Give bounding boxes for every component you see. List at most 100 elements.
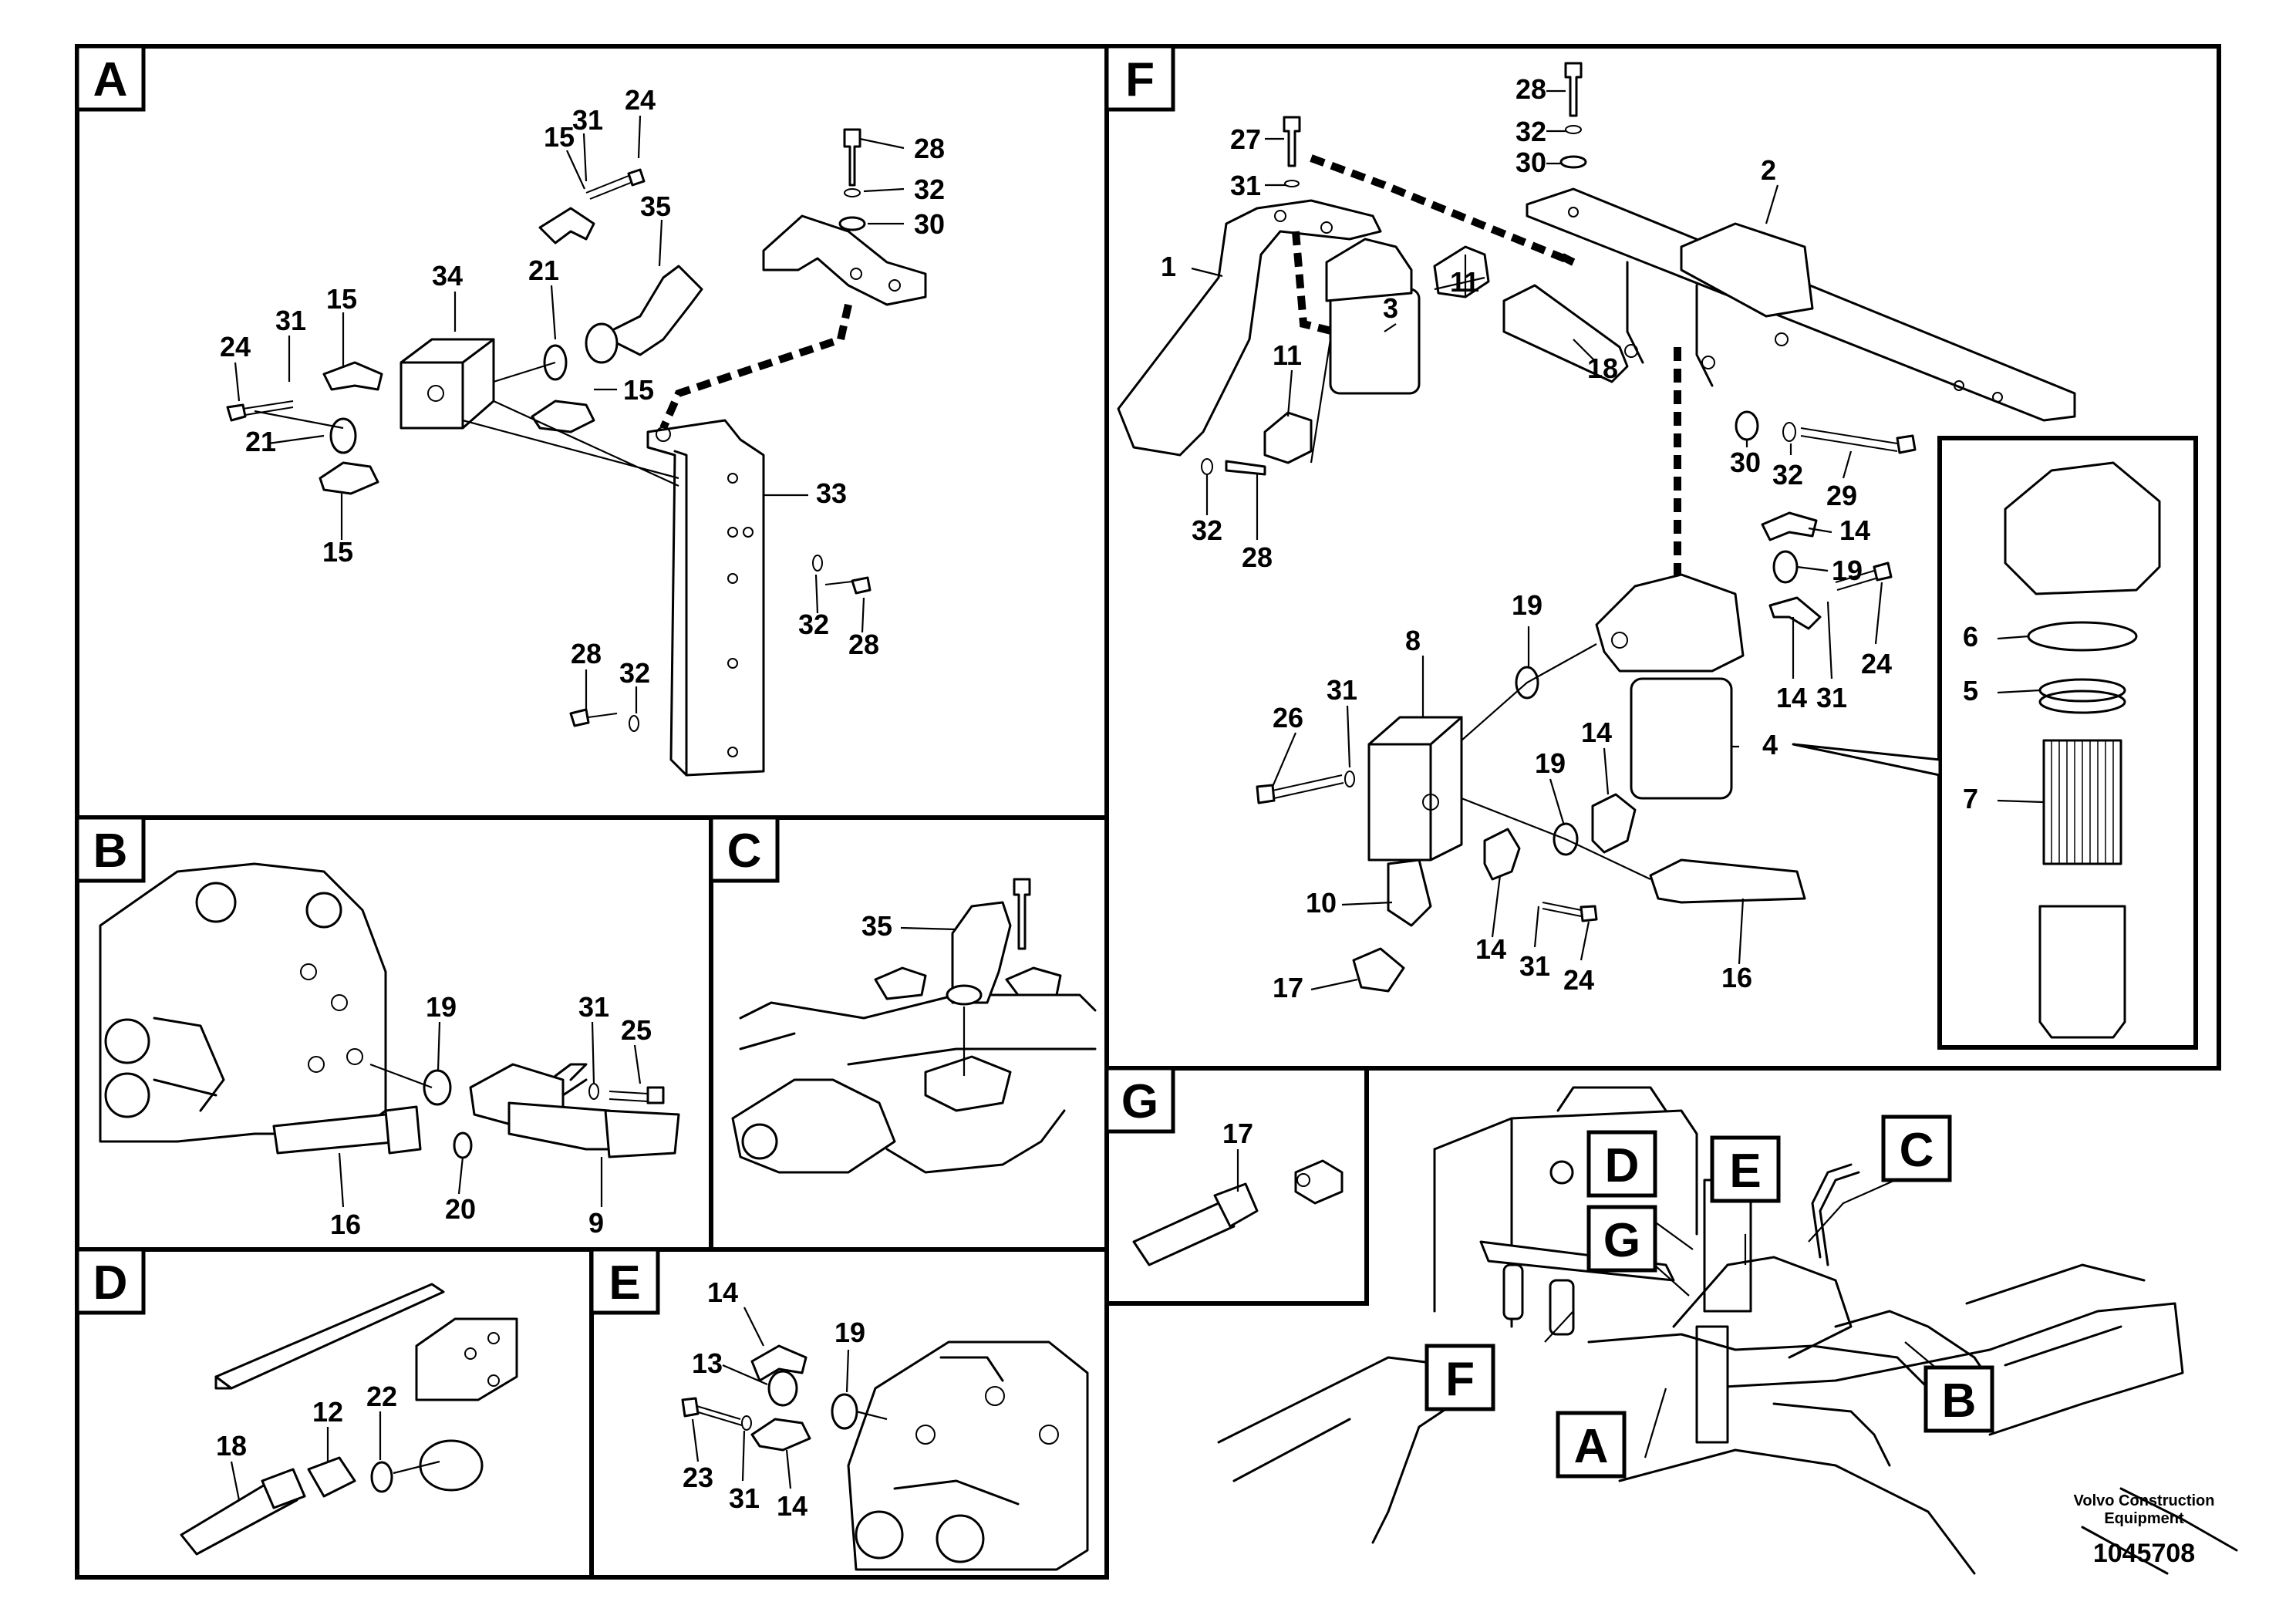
label: 35: [861, 910, 892, 942]
panel-g-letter: G: [1121, 1075, 1158, 1128]
label: 21: [245, 426, 276, 457]
label: 9: [588, 1207, 604, 1239]
overview-tag-c-letter: C: [1900, 1124, 1934, 1177]
label: 34: [432, 260, 463, 292]
overview-tag-b-letter: B: [1942, 1374, 1977, 1428]
label: 15: [322, 536, 353, 568]
block-34: [400, 338, 495, 430]
panel-letter-f: F: [1104, 44, 1175, 112]
overview-tag-e-letter: E: [1729, 1145, 1761, 1198]
label: 30: [1515, 147, 1546, 178]
label: 28: [571, 638, 602, 669]
panel-d-drawing: [180, 1283, 518, 1556]
label: 31: [275, 305, 306, 336]
panel-b-labels: 19 31 25 16 20 9: [330, 991, 652, 1240]
overview-tag-d-letter: D: [1605, 1139, 1640, 1192]
label: 23: [683, 1462, 713, 1493]
label: 33: [816, 477, 847, 509]
panel-a-letter: A: [93, 53, 128, 106]
label: 6: [1963, 621, 1978, 653]
label: 32: [619, 657, 650, 689]
panel-e-drawing: [681, 1340, 1089, 1571]
panel-c-labels: 35: [861, 910, 957, 942]
label: 14: [777, 1490, 807, 1522]
panel-letter-c: C: [709, 815, 780, 883]
overview-tag-a-letter: A: [1574, 1420, 1609, 1473]
label: 15: [326, 283, 357, 315]
label: 31: [572, 104, 603, 136]
label: 19: [1832, 555, 1863, 586]
label: 24: [1861, 648, 1892, 679]
panel-letter-d: D: [75, 1247, 146, 1315]
panel-letter-a: A: [75, 44, 146, 112]
label: 3: [1383, 292, 1398, 324]
panel-b-letter: B: [93, 824, 128, 878]
label: 24: [625, 84, 656, 116]
panel-letter-e: E: [589, 1247, 660, 1315]
label: 21: [528, 255, 559, 286]
panel-letter-b: B: [75, 815, 146, 883]
overview-tag-f: F: [1424, 1344, 1495, 1411]
panel-f-labels: 28 32 30 2 27 31 1 3 11 11 18 32 28 30 3…: [1161, 73, 2045, 1003]
label: 28: [914, 133, 945, 164]
panel-f-letter: F: [1125, 53, 1155, 106]
label: 8: [1405, 625, 1421, 656]
label: 31: [578, 991, 609, 1023]
footer: Volvo Construction Equipment 1045708: [2074, 1492, 2215, 1568]
label: 32: [914, 174, 945, 205]
overview-tag-a: A: [1556, 1411, 1627, 1479]
label: 31: [1519, 950, 1550, 982]
overview-tag-d: D: [1586, 1130, 1657, 1198]
label: 20: [445, 1193, 476, 1225]
overview-tag-b: B: [1923, 1365, 1994, 1433]
filter-bowl-detail: [2038, 905, 2126, 1039]
label: 25: [621, 1014, 652, 1046]
hose-35: [600, 265, 703, 356]
panel-e-frame: [589, 1247, 1109, 1580]
label: 31: [1230, 170, 1261, 201]
panel-d-labels: 18 12 22: [216, 1381, 397, 1501]
label: 5: [1963, 675, 1978, 706]
label: 32: [1192, 514, 1222, 546]
label: 18: [216, 1430, 247, 1462]
panel-g-drawing: [1132, 1159, 1344, 1266]
panel-a-labels: 15 31 24 35 28 32 30 34 21 24 31 15 15 2…: [220, 84, 945, 713]
label: 4: [1762, 729, 1778, 760]
block-d: [415, 1317, 518, 1401]
label: 14: [1776, 682, 1807, 713]
label: 30: [914, 208, 945, 240]
label: 31: [1816, 682, 1847, 713]
label: 26: [1273, 702, 1303, 733]
label: 35: [640, 191, 671, 222]
bracket-1: [1117, 199, 1382, 457]
label: 12: [312, 1396, 343, 1428]
label: 24: [220, 331, 251, 363]
label: 29: [1826, 480, 1857, 511]
filter-4-head: [1595, 573, 1745, 673]
label: 14: [707, 1276, 738, 1308]
label: 19: [426, 991, 457, 1023]
detail-pointer: [1792, 743, 1941, 777]
label: 16: [330, 1209, 361, 1240]
filter-3: [1329, 288, 1421, 395]
label: 14: [1581, 717, 1612, 748]
label: 10: [1306, 887, 1337, 919]
plate-top: [762, 214, 927, 306]
panel-f-drawing: [1117, 62, 2161, 1039]
label: 17: [1273, 972, 1303, 1003]
panel-e-letter: E: [609, 1256, 640, 1310]
label: 28: [848, 629, 879, 660]
filter-4-bowl: [1630, 677, 1733, 800]
drawing-number: 1045708: [2093, 1539, 2195, 1568]
panel-letter-g: G: [1104, 1066, 1175, 1134]
label: 22: [366, 1381, 397, 1412]
panel-g-labels: 17: [1222, 1118, 1253, 1192]
bracket-33: [646, 419, 765, 777]
label: 7: [1963, 783, 1978, 814]
label: 27: [1230, 123, 1261, 155]
label: 1: [1161, 251, 1176, 282]
filter-head-detail: [2004, 461, 2161, 595]
panel-c-letter: C: [727, 824, 762, 878]
label: 17: [1222, 1118, 1253, 1149]
label: 24: [1563, 964, 1594, 996]
